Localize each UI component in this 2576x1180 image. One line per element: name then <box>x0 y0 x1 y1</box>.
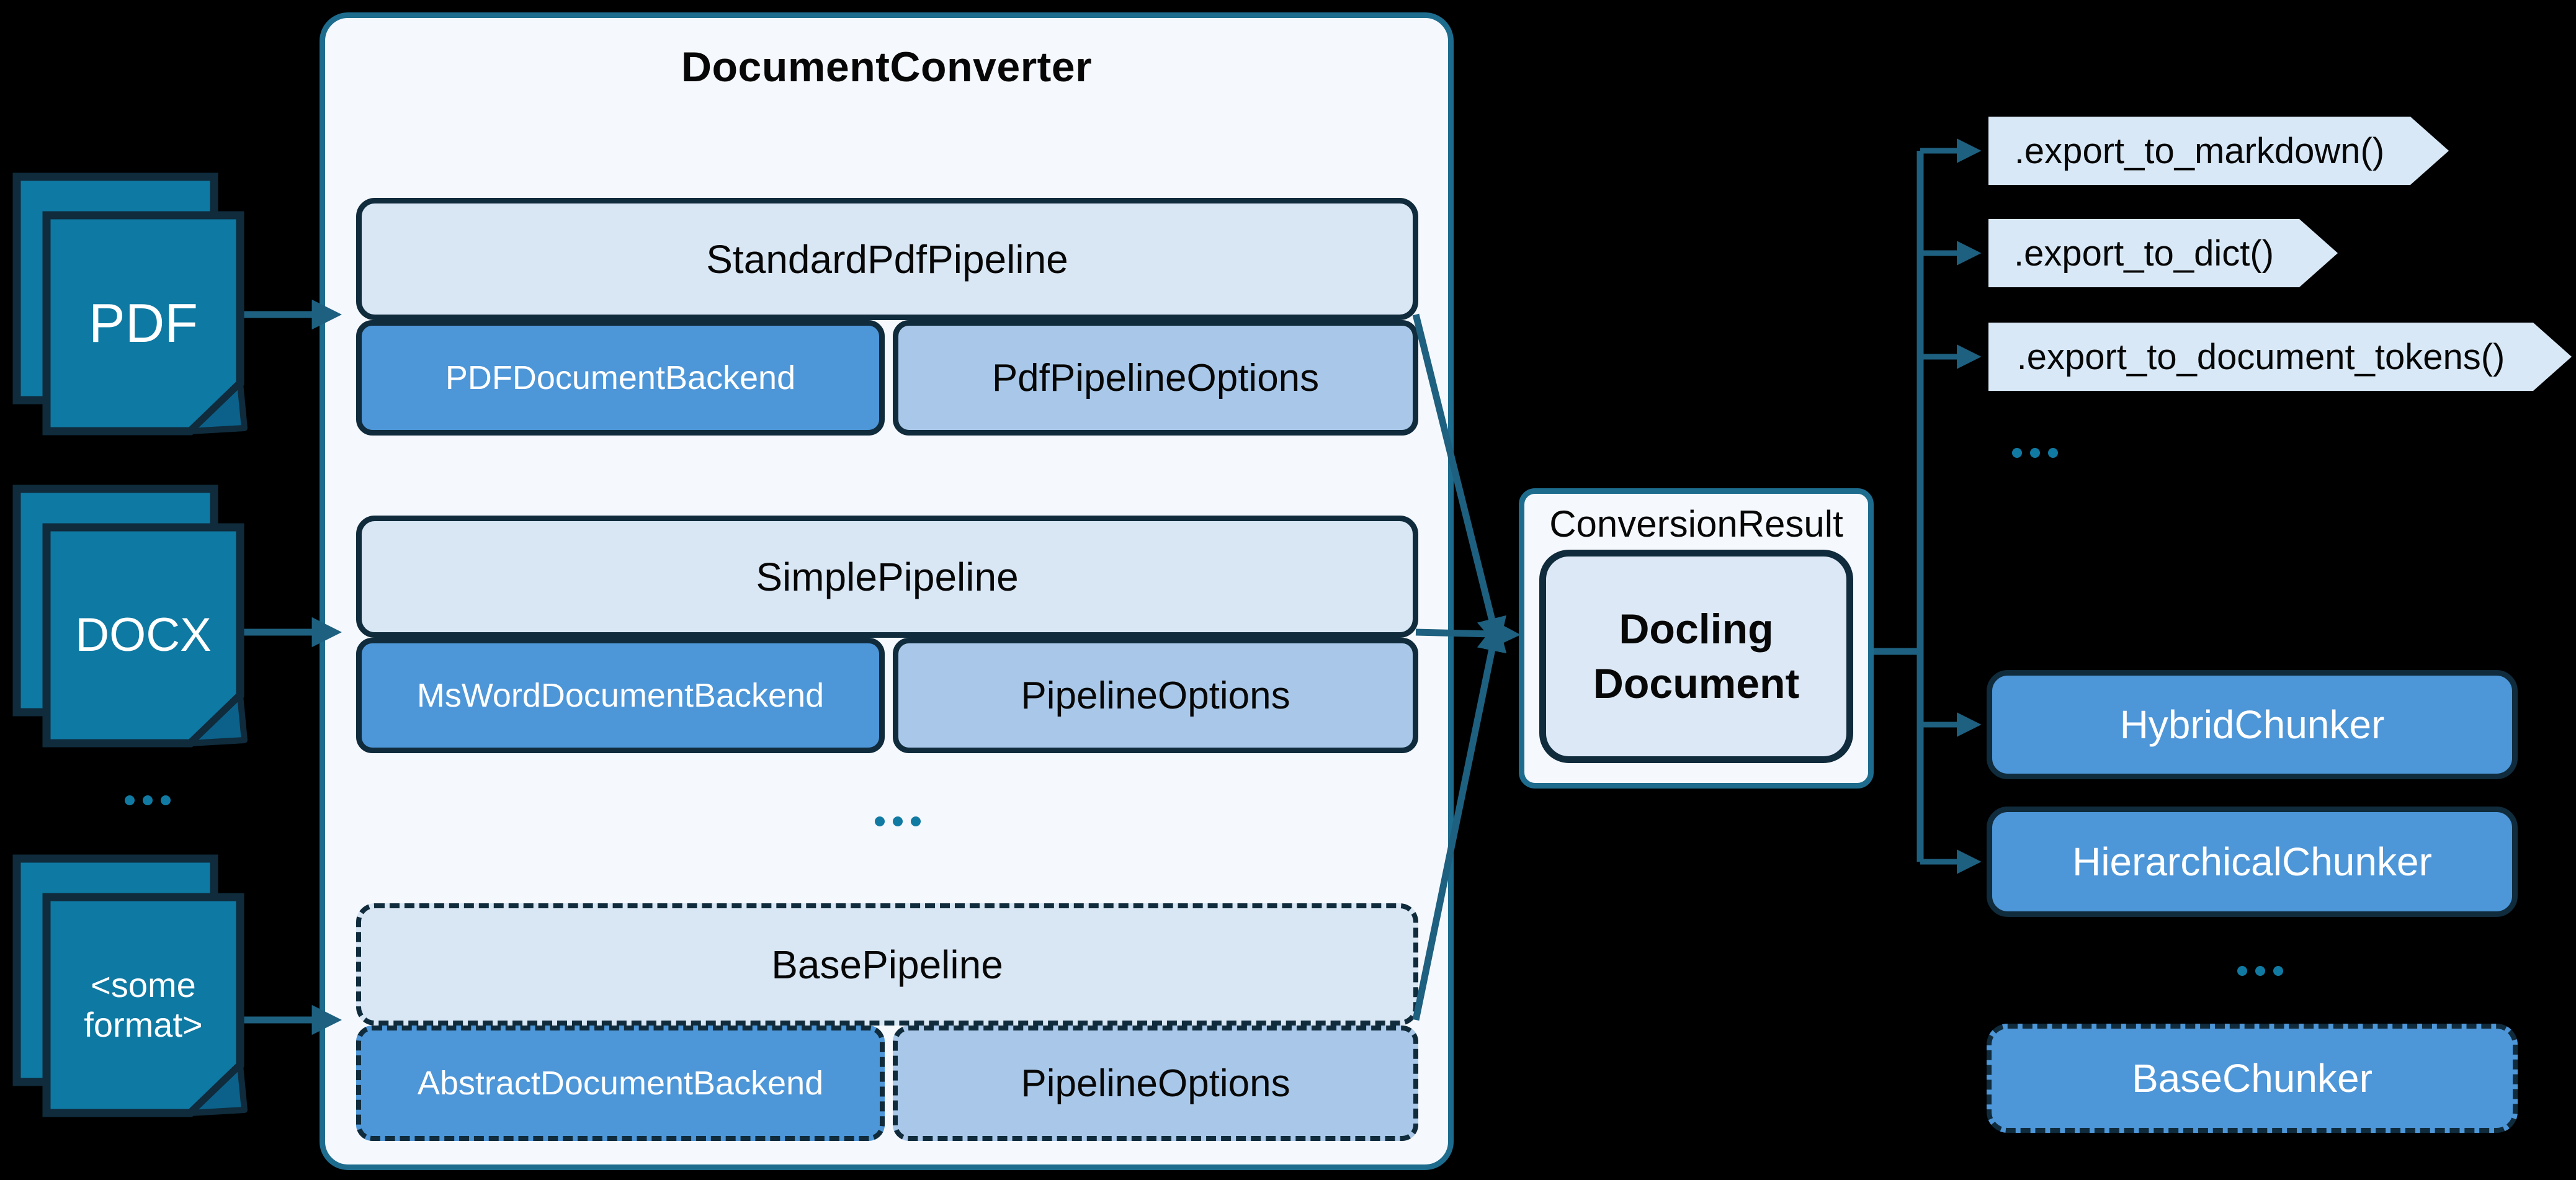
hierarchical-chunker-label: HierarchicalChunker <box>2072 839 2432 884</box>
document-converter-container: DocumentConverter StandardPdfPipeline PD… <box>320 12 1454 1170</box>
more-chunkers-ellipsis-icon <box>2237 966 2283 976</box>
docling-document-label: Docling Document <box>1593 605 1800 707</box>
base-chunker-label: BaseChunker <box>2132 1056 2373 1101</box>
pipeline-options-box: PipelineOptions <box>893 638 1418 753</box>
more-exports-ellipsis-icon <box>2012 448 2058 458</box>
base-chunker-box: BaseChunker <box>1987 1024 2518 1133</box>
pdf-pipeline-options-box: PdfPipelineOptions <box>893 320 1418 436</box>
base-pipeline-label: BasePipeline <box>771 942 1003 987</box>
export-to-document-tokens-label: .export_to_document_tokens() <box>2016 336 2505 377</box>
export-to-dict-label: .export_to_dict() <box>2013 233 2274 274</box>
export-to-markdown-label: .export_to_markdown() <box>2014 130 2385 171</box>
abstract-pipeline-options-box: PipelineOptions <box>893 1026 1418 1141</box>
pipeline-options-label: PipelineOptions <box>1021 674 1290 717</box>
simple-pipeline-box: SimplePipeline <box>356 516 1418 638</box>
export-to-document-tokens-tag: .export_to_document_tokens() <box>1988 323 2572 391</box>
export-to-dict-tag: .export_to_dict() <box>1988 219 2338 287</box>
msword-document-backend-label: MsWordDocumentBackend <box>416 677 825 714</box>
document-pages-icon <box>12 485 248 748</box>
docx-input-card: DOCX <box>12 485 248 748</box>
docx-card-label: DOCX <box>75 609 212 662</box>
base-pipeline-box: BasePipeline <box>356 903 1418 1026</box>
abstract-document-backend-label: AbstractDocumentBackend <box>417 1065 824 1102</box>
pdf-pipeline-options-label: PdfPipelineOptions <box>991 356 1320 400</box>
hybrid-chunker-label: HybridChunker <box>2119 702 2385 747</box>
document-converter-title: DocumentConverter <box>681 43 1093 91</box>
conversion-result-box: ConversionResult Docling Document <box>1519 488 1874 789</box>
pdf-input-card: PDF <box>12 172 248 436</box>
some-format-input-card: <some format> <box>12 854 248 1117</box>
pdf-document-backend-box: PDFDocumentBackend <box>356 320 885 436</box>
simple-pipeline-label: SimplePipeline <box>756 554 1019 599</box>
abstract-pipeline-options-label: PipelineOptions <box>1021 1062 1290 1105</box>
abstract-document-backend-box: AbstractDocumentBackend <box>356 1026 885 1141</box>
more-pipelines-ellipsis-icon <box>875 816 921 826</box>
some-format-card-label: <some format> <box>84 965 203 1044</box>
hierarchical-chunker-box: HierarchicalChunker <box>1987 807 2518 917</box>
pdf-document-backend-label: PDFDocumentBackend <box>445 359 796 396</box>
pdf-card-label: PDF <box>89 292 198 354</box>
export-to-markdown-tag: .export_to_markdown() <box>1988 117 2449 185</box>
conversion-result-label: ConversionResult <box>1549 503 1843 545</box>
standard-pdf-pipeline-label: StandardPdfPipeline <box>706 236 1068 282</box>
docling-document-box: Docling Document <box>1539 550 1853 763</box>
document-pages-icon <box>12 172 248 436</box>
msword-document-backend-box: MsWordDocumentBackend <box>356 638 885 753</box>
standard-pdf-pipeline-box: StandardPdfPipeline <box>356 198 1418 320</box>
more-formats-ellipsis-icon <box>125 795 171 805</box>
hybrid-chunker-box: HybridChunker <box>1987 670 2518 779</box>
document-pages-icon <box>12 854 248 1117</box>
